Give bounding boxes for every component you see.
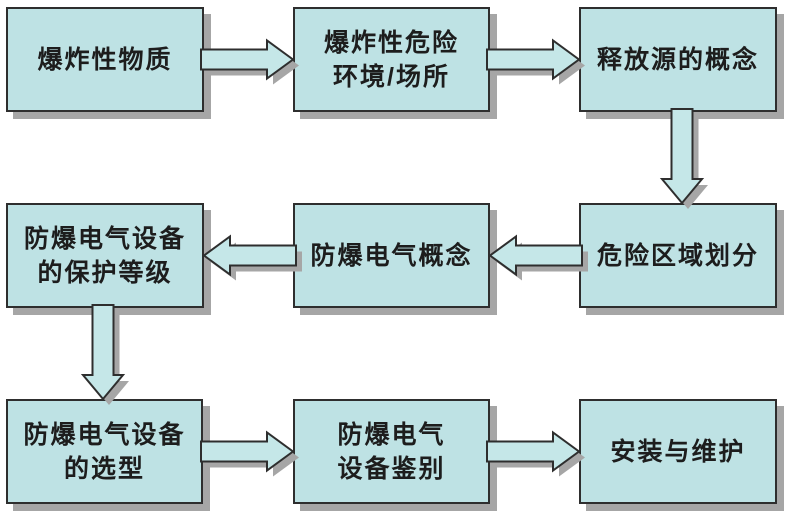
arrow-protection-level-to-selection-icon <box>80 304 129 405</box>
node-label-line: 防爆电气设备 <box>23 420 186 449</box>
node-explosive-substances: 爆炸性物质 <box>6 7 204 112</box>
node-equipment-protection-level: 防爆电气设备 的保护等级 <box>6 203 204 308</box>
node-label-line: 防爆电气 <box>337 420 446 449</box>
node-explosion-proof-electrical-concept: 防爆电气概念 <box>293 203 490 308</box>
node-explosive-hazardous-environment: 爆炸性危险 环境/场所 <box>293 7 490 112</box>
arrow-release-source-to-area-division-icon <box>659 108 708 209</box>
node-label-line: 设备鉴别 <box>337 454 446 483</box>
node-label-line: 危险区域划分 <box>596 241 759 270</box>
node-label-line: 爆炸性危险 <box>323 28 459 57</box>
node-release-source-concept: 释放源的概念 <box>579 7 777 112</box>
arrow-area-division-to-electrical-concept-icon <box>488 234 588 281</box>
node-equipment-selection: 防爆电气设备 的选型 <box>6 399 203 504</box>
arrow-identification-to-installation-icon <box>486 430 585 477</box>
arrow-substances-to-environment-icon <box>200 38 299 85</box>
node-label-line: 防爆电气概念 <box>310 241 473 270</box>
node-label-line: 的选型 <box>63 454 145 483</box>
arrow-electrical-concept-to-protection-level-icon <box>202 234 302 281</box>
node-label-line: 环境/场所 <box>333 62 450 91</box>
node-label-line: 安装与维护 <box>610 437 746 466</box>
node-label-line: 释放源的概念 <box>596 45 759 74</box>
node-label-line: 防爆电气设备 <box>23 224 186 253</box>
arrow-selection-to-identification-icon <box>200 430 299 477</box>
node-label-line: 的保护等级 <box>37 258 173 287</box>
node-hazardous-area-division: 危险区域划分 <box>579 203 777 308</box>
node-label-line: 爆炸性物质 <box>37 45 173 74</box>
node-installation-and-maintenance: 安装与维护 <box>579 399 777 504</box>
node-equipment-identification: 防爆电气 设备鉴别 <box>293 399 490 504</box>
arrow-environment-to-release-source-icon <box>486 38 585 85</box>
